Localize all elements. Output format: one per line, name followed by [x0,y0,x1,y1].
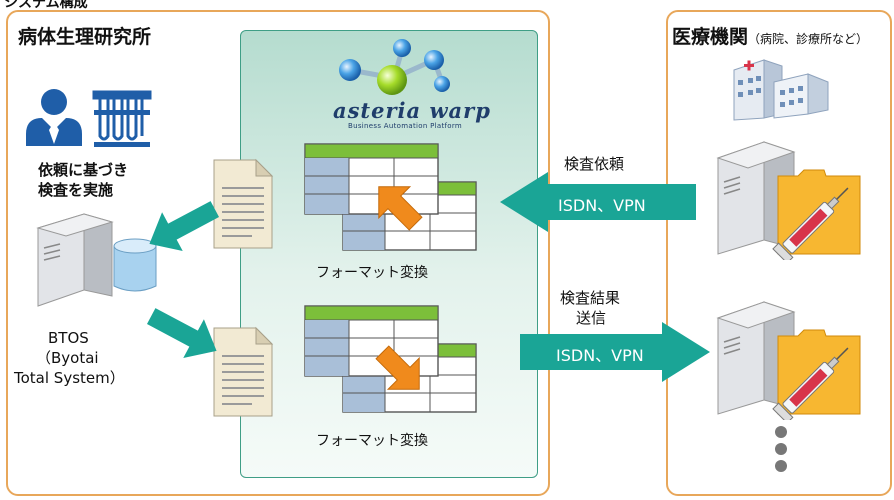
hospital-panel-title: 医療機関（病院、診療所など） [672,22,868,49]
more-dot-2 [775,443,787,455]
document-top-icon [213,158,274,249]
staff-label-line1: 依頼に基づき [38,161,129,179]
arrow-server-to-document [146,308,217,359]
request-arrow [500,172,696,232]
hospital-title-text: 医療機関 [672,26,749,48]
result-label-line1: 検査結果 [560,289,621,307]
btos-label-line1: BTOS [48,329,89,347]
transform-arrow-icon [378,186,423,231]
clinic-server-bottom-icon [716,301,861,420]
hospital-building-icon [733,59,829,121]
btos-label-line2: （Byotai [36,349,99,367]
hospital-title-note: （病院、診療所など） [748,32,869,46]
result-channel-label: ISDN、VPN [556,346,644,365]
lab-panel-title: 病体生理研究所 [18,26,152,48]
request-channel-label: ISDN、VPN [558,196,646,215]
asteria-warp-logo: asteria warp [333,98,491,123]
top-caption: システム構成 [4,0,88,11]
staff-person-icon [26,89,82,146]
molecule-logo-icon [339,39,450,95]
format-convert-bottom-graphic [304,305,477,413]
more-dot-1 [775,426,787,438]
test-tube-rack-icon [92,90,152,147]
result-arrow [520,322,710,382]
staff-label-line2: 検査を実施 [38,181,114,199]
btos-label-line3: Total System） [14,369,125,387]
more-dot-3 [775,460,787,472]
asteria-warp-subtitle: Business Automation Platform [348,122,463,130]
document-bottom-icon [213,326,274,417]
arrow-document-to-server [149,201,220,252]
format-convert-top-label: フォーマット変換 [316,265,428,281]
result-label-line2: 送信 [576,309,607,327]
request-label: 検査依頼 [564,155,625,173]
spreadsheet-front-icon [304,143,439,215]
btos-server-icon [36,213,157,307]
syringe-icon [772,347,849,420]
database-icon [113,238,157,292]
transform-arrow-icon [375,345,420,390]
clinic-server-top-icon [716,141,861,260]
format-convert-bottom-label: フォーマット変換 [316,433,428,449]
format-convert-top-graphic [304,143,477,251]
syringe-icon [772,187,849,260]
